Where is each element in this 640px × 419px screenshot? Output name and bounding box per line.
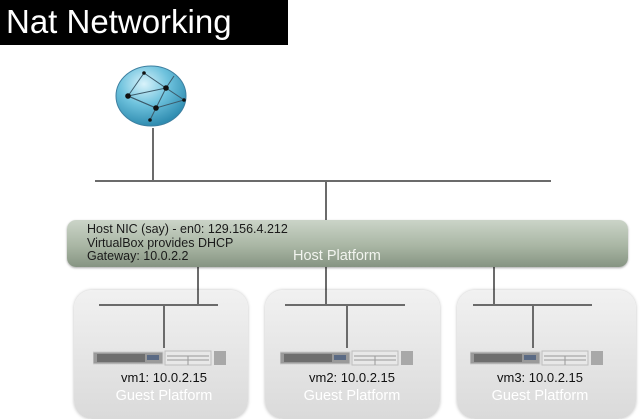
vm3-address: vm3: 10.0.2.15 — [497, 370, 583, 385]
host-platform-label: Host Platform — [293, 248, 381, 264]
globe-network-icon — [115, 65, 187, 127]
host-nic-text: Host NIC (say) - en0: 129.156.4.212 — [87, 222, 288, 236]
host-platform: Host NIC (say) - en0: 129.156.4.212 Virt… — [67, 220, 628, 267]
page-title: Nat Networking — [6, 3, 232, 40]
vm1-address: vm1: 10.0.2.15 — [121, 370, 207, 385]
host-info: Host NIC (say) - en0: 129.156.4.212 Virt… — [87, 222, 288, 264]
dhcp-text: VirtualBox provides DHCP — [87, 235, 234, 250]
vm2-address: vm2: 10.0.2.15 — [309, 370, 395, 385]
server-icon — [470, 350, 603, 366]
server-icon — [280, 350, 413, 366]
guest3-label: Guest Platform — [491, 388, 589, 404]
gateway-text: Gateway: 10.0.2.2 — [87, 249, 189, 263]
guest1-label: Guest Platform — [115, 388, 213, 404]
title-bar: Nat Networking — [0, 0, 288, 45]
server-icon — [93, 350, 226, 366]
guest2-label: Guest Platform — [303, 388, 401, 404]
